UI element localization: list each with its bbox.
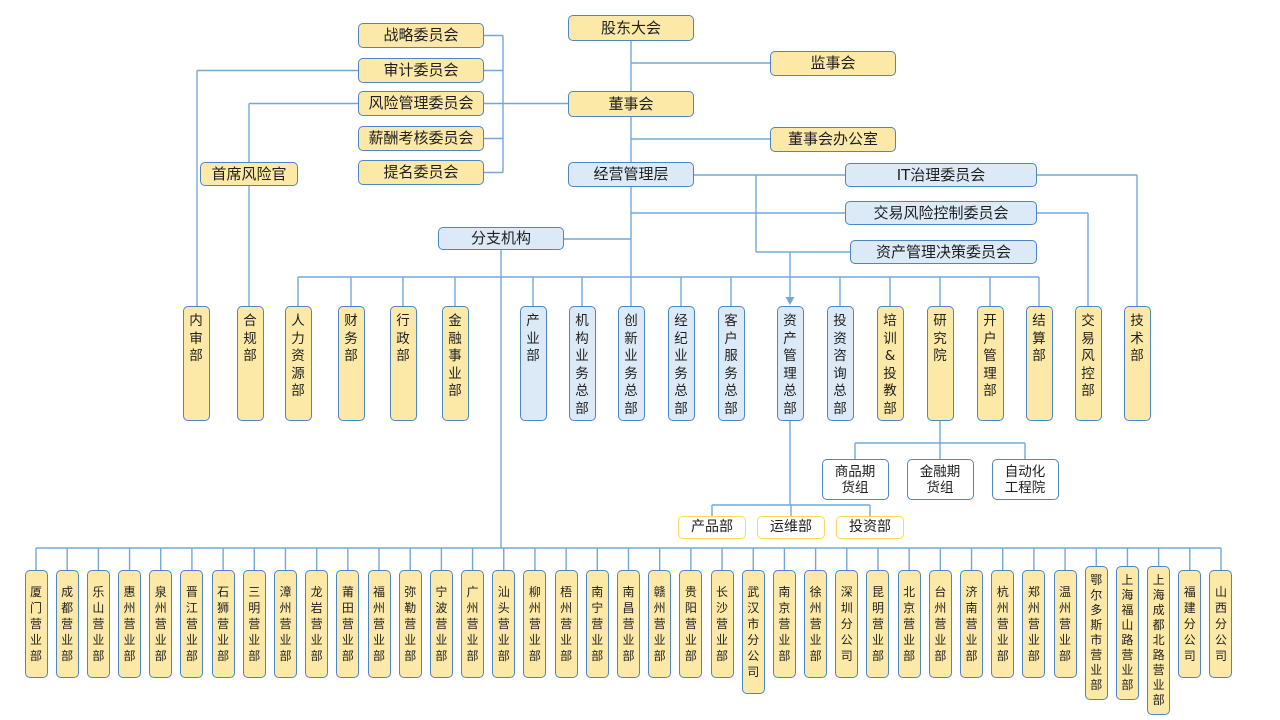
node-branch-office: 福建分公司: [1178, 570, 1202, 678]
node-department: 资产管理总部: [776, 306, 804, 421]
node-branch-office: 温州营业部: [1053, 570, 1077, 678]
node-branch-office: 台州营业部: [928, 570, 952, 678]
node-department: 开户管理部: [976, 306, 1004, 421]
node-branches-hub: 分支机构: [438, 227, 564, 250]
node-branch-office: 莆田营业部: [336, 570, 360, 678]
node-board-committee: 战略委员会: [358, 23, 484, 48]
node-branch-office: 惠州营业部: [118, 570, 142, 678]
node-department: 研究院: [926, 306, 954, 421]
node-board-committee: 提名委员会: [358, 160, 484, 185]
node-branch-office: 长沙营业部: [710, 570, 734, 678]
node-branch-office: 福州营业部: [367, 570, 391, 678]
node-branch-office: 成都营业部: [55, 570, 79, 678]
node-department: 创新业务总部: [617, 306, 645, 421]
node-branch-office: 北京营业部: [897, 570, 921, 678]
node-branch-office: 三明营业部: [242, 570, 266, 678]
node-asset-mgmt-dept: 投资部: [836, 516, 904, 539]
node-supervisory-board: 监事会: [770, 51, 896, 76]
node-research-group: 金融期货组: [906, 459, 974, 500]
node-branch-office: 乐山营业部: [86, 570, 110, 678]
node-management-committee: IT治理委员会: [845, 163, 1037, 187]
node-department: 行政部: [389, 306, 417, 421]
node-asset-mgmt-dept: 运维部: [757, 516, 825, 539]
node-department: 人力资源部: [284, 306, 312, 421]
down-arrow-icon: [785, 297, 795, 305]
node-branch-office: 晋江营业部: [180, 570, 204, 678]
node-branch-office: 南宁营业部: [585, 570, 609, 678]
node-asset-mgmt-dept: 产品部: [678, 516, 746, 539]
node-branch-office: 梧州营业部: [554, 570, 578, 678]
node-branch-office: 广州营业部: [461, 570, 485, 678]
node-branch-office: 济南营业部: [960, 570, 984, 678]
node-branch-office: 郑州营业部: [1022, 570, 1046, 678]
node-branch-office: 柳州营业部: [523, 570, 547, 678]
node-branch-office: 南昌营业部: [616, 570, 640, 678]
node-board-committee: 审计委员会: [358, 58, 484, 83]
node-department: 客户服务总部: [717, 306, 745, 421]
node-branch-office: 龙岩营业部: [305, 570, 329, 678]
node-branch-office: 宁波营业部: [429, 570, 453, 678]
node-branch-office: 徐州营业部: [804, 570, 828, 678]
node-chief-risk-officer: 首席风险官: [200, 162, 298, 186]
node-department: 投资咨询总部: [826, 306, 854, 421]
node-branch-office: 上海福山路营业部: [1115, 566, 1139, 700]
node-management-committee: 交易风险控制委员会: [845, 201, 1037, 225]
node-research-group: 自动化工程院: [991, 459, 1059, 500]
node-branch-office: 泉州营业部: [149, 570, 173, 678]
node-department: 产业部: [519, 306, 547, 421]
node-department: 财务部: [337, 306, 365, 421]
node-department: 内审部: [182, 306, 210, 421]
node-branch-office: 贵阳营业部: [679, 570, 703, 678]
node-board-of-directors: 董事会: [568, 91, 694, 117]
node-branch-office: 杭州营业部: [991, 570, 1015, 678]
node-shareholders-meeting: 股东大会: [568, 15, 694, 41]
node-department: 经纪业务总部: [667, 306, 695, 421]
node-branch-office: 南京营业部: [772, 570, 796, 678]
node-branch-office: 石狮营业部: [211, 570, 235, 678]
node-board-committee: 薪酬考核委员会: [358, 126, 484, 151]
node-branch-office: 漳州营业部: [273, 570, 297, 678]
node-board-office: 董事会办公室: [770, 127, 896, 152]
node-branch-office: 鄂尔多斯市营业部: [1084, 566, 1108, 700]
node-branch-office: 上海成都北路营业部: [1147, 566, 1171, 715]
node-branch-office: 深圳分公司: [835, 570, 859, 678]
node-branch-office: 汕头营业部: [492, 570, 516, 678]
node-board-committee: 风险管理委员会: [358, 91, 484, 116]
node-department: 合规部: [236, 306, 264, 421]
node-department: 交易风控部: [1074, 306, 1102, 421]
node-management-layer: 经营管理层: [568, 162, 694, 187]
node-department: 培训&投教部: [876, 306, 904, 421]
node-branch-office: 武汉市分公司: [741, 570, 765, 694]
node-branch-office: 赣州营业部: [648, 570, 672, 678]
node-department: 金融事业部: [441, 306, 469, 421]
node-management-committee: 资产管理决策委员会: [850, 240, 1037, 264]
node-department: 机构业务总部: [568, 306, 596, 421]
node-branch-office: 山西分公司: [1209, 570, 1233, 678]
node-branch-office: 昆明营业部: [866, 570, 890, 678]
node-branch-office: 弥勒营业部: [398, 570, 422, 678]
node-branch-office: 厦门营业部: [24, 570, 48, 678]
node-department: 结算部: [1025, 306, 1053, 421]
node-department: 技术部: [1123, 306, 1151, 421]
node-research-group: 商品期货组: [821, 459, 889, 500]
